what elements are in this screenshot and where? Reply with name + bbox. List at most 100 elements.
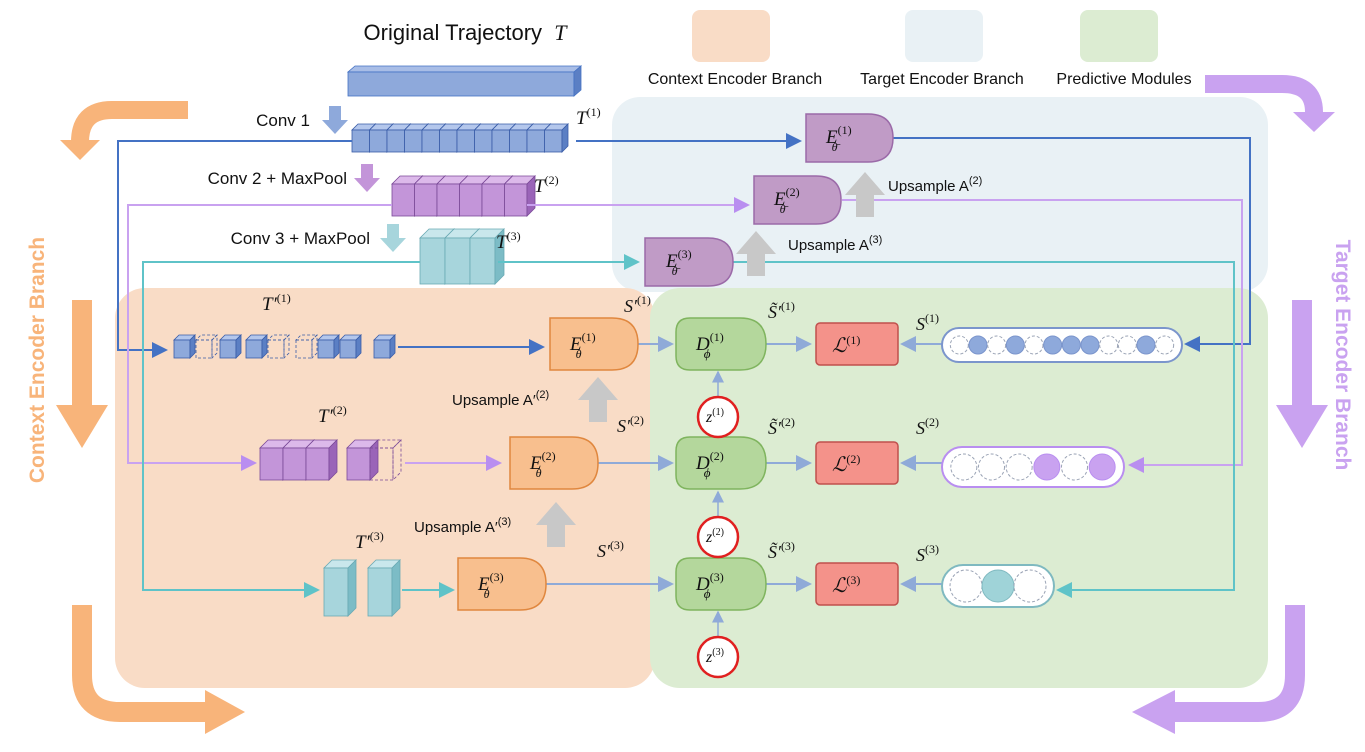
purple-corner-arrowhead-top-right [1293, 112, 1335, 132]
upsample-label-target-2: Upsample A(2) [888, 175, 982, 195]
seq-s2-slot-4 [1061, 453, 1088, 481]
tp3-token-0 [323, 559, 357, 617]
purple-corner-arrow-bottom-right [1170, 605, 1305, 722]
seq-s1-slot-8 [1099, 335, 1119, 355]
tp1-token-1 [195, 334, 218, 359]
label-Tprime1: T′(1) [262, 291, 291, 315]
label-S2: S(2) [916, 415, 939, 438]
seq-s1-slot-6 [1061, 335, 1081, 355]
noise-z2: z(2) [696, 515, 740, 559]
svg-text:E(2)θ: E(2)θ [529, 449, 556, 480]
svg-text:ℒ(3): ℒ(3) [832, 573, 860, 597]
masked-token-block-t1 [173, 334, 396, 359]
tp1-token-6 [317, 334, 340, 359]
tp1-token-4 [267, 334, 290, 359]
conv1-arrow [322, 106, 348, 134]
purple-arrowhead-down-right [1276, 405, 1328, 448]
t2-token-5 [503, 175, 536, 217]
legend-label-predictive: Predictive Modules [1056, 71, 1191, 88]
orange-arrowhead-down-left [56, 405, 108, 448]
seq-s2-slot-2 [1005, 453, 1033, 481]
conv2-label: Conv 2 + MaxPool [208, 169, 347, 188]
legend-label-target: Target Encoder Branch [860, 71, 1024, 88]
svg-text:ℒ(2): ℒ(2) [832, 452, 860, 476]
svg-text:ℒ(1): ℒ(1) [832, 333, 860, 357]
tp1-token-2 [219, 334, 242, 359]
seq-s2-slot-0 [950, 453, 978, 481]
seq-s2-capsule [941, 446, 1125, 488]
target-encoder-region [612, 97, 1268, 292]
seq-s2-slot-1 [978, 453, 1005, 481]
token-block-t2 [391, 175, 536, 217]
svg-text:E(2)θ̄: E(2)θ̄ [773, 185, 800, 216]
svg-text:E(3)θ: E(3)θ [477, 570, 504, 601]
seq-s2-slot-3 [1033, 453, 1061, 481]
svg-text:z(3): z(3) [705, 647, 724, 666]
label-S3: S(3) [916, 542, 939, 565]
target-sequence-S1 [941, 327, 1183, 363]
decoder-D1: D(1)ϕ [675, 317, 767, 371]
line-T3-to-context [142, 261, 420, 598]
upsample-label-context-2: Upsample A′(2) [452, 389, 549, 409]
seq-s3-slot-2 [1013, 569, 1047, 603]
orange-corner-arrowhead-bottom-left [205, 690, 245, 734]
label-Tprime2: T′(2) [318, 403, 347, 427]
loss-L1: ℒ(1) [815, 322, 899, 366]
target-encoder-E2: E(2)θ̄ [753, 175, 842, 225]
tp3-token-1 [367, 559, 401, 617]
diagram-title: Original Trajectory T [364, 20, 569, 45]
legend-swatch-target [905, 10, 983, 62]
side-label-context-branch: Context Encoder Branch [26, 237, 49, 483]
label-Stilde2: S̃′(2) [768, 415, 795, 438]
conv1-label: Conv 1 [256, 111, 310, 130]
seq-s1-slot-2 [987, 335, 1007, 355]
legend-label-context: Context Encoder Branch [648, 71, 822, 88]
label-S1: S(1) [916, 311, 939, 334]
line-target-E2-to-S2 [842, 199, 1243, 473]
svg-text:D(2)ϕ: D(2)ϕ [695, 449, 724, 480]
svg-text:z(1): z(1) [705, 407, 724, 426]
loss-L3: ℒ(3) [815, 562, 899, 606]
label-Sprime3: S′(3) [597, 538, 624, 561]
seq-s1-slot-7 [1080, 335, 1100, 355]
seq-s1-slot-4 [1024, 335, 1044, 355]
decoder-D3: D(3)ϕ [675, 557, 767, 611]
svg-text:E(1)θ: E(1)θ [569, 330, 596, 361]
t2-token-1 [413, 175, 446, 217]
context-encoder-E1: E(1)θ [549, 317, 639, 371]
title-text: Original Trajectory [364, 20, 543, 45]
side-label-target-branch: Target Encoder Branch [1331, 240, 1354, 471]
upsample-label-target-3: Upsample A(3) [788, 234, 882, 254]
original-trajectory-bar [347, 71, 575, 97]
orange-corner-arrow-bottom-left [72, 605, 210, 722]
original-trajectory-bar-top [346, 65, 583, 73]
tp2-token-3 [346, 439, 379, 481]
seq-s1-slot-10 [1136, 335, 1156, 355]
noise-z3: z(3) [696, 635, 740, 679]
tp1-token-7 [339, 334, 362, 359]
line-target-E1-to-S1 [893, 137, 1251, 352]
upsample-arrow-context-2 [578, 377, 618, 422]
svg-text:D(1)ϕ: D(1)ϕ [695, 330, 724, 361]
tp2-token-4 [369, 439, 402, 481]
label-T1: T(1) [576, 105, 601, 129]
label-Sprime2: S′(2) [617, 413, 644, 436]
target-encoder-E3: E(3)θ̄ [644, 237, 734, 287]
seq-s1-slot-9 [1117, 335, 1137, 355]
token-block-t3 [419, 228, 505, 285]
tp1-token-3 [245, 334, 268, 359]
tp1-token-5 [295, 334, 318, 359]
target-encoder-E1: E(1)θ̄ [805, 113, 894, 163]
upsample-arrow-target-2 [845, 172, 885, 217]
label-Sprime1: S′(1) [624, 293, 651, 316]
conv2-arrow [354, 164, 380, 192]
upsample-arrow-context-3 [536, 502, 576, 547]
seq-s1-slot-3 [1005, 335, 1025, 355]
purple-corner-arrowhead-bottom-right [1132, 690, 1175, 734]
t3-token-2 [469, 228, 505, 285]
tp1-token-0 [173, 334, 196, 359]
token-block-t1 [351, 123, 569, 153]
conv3-arrow [380, 224, 406, 252]
seq-s1-slot-5 [1043, 335, 1063, 355]
